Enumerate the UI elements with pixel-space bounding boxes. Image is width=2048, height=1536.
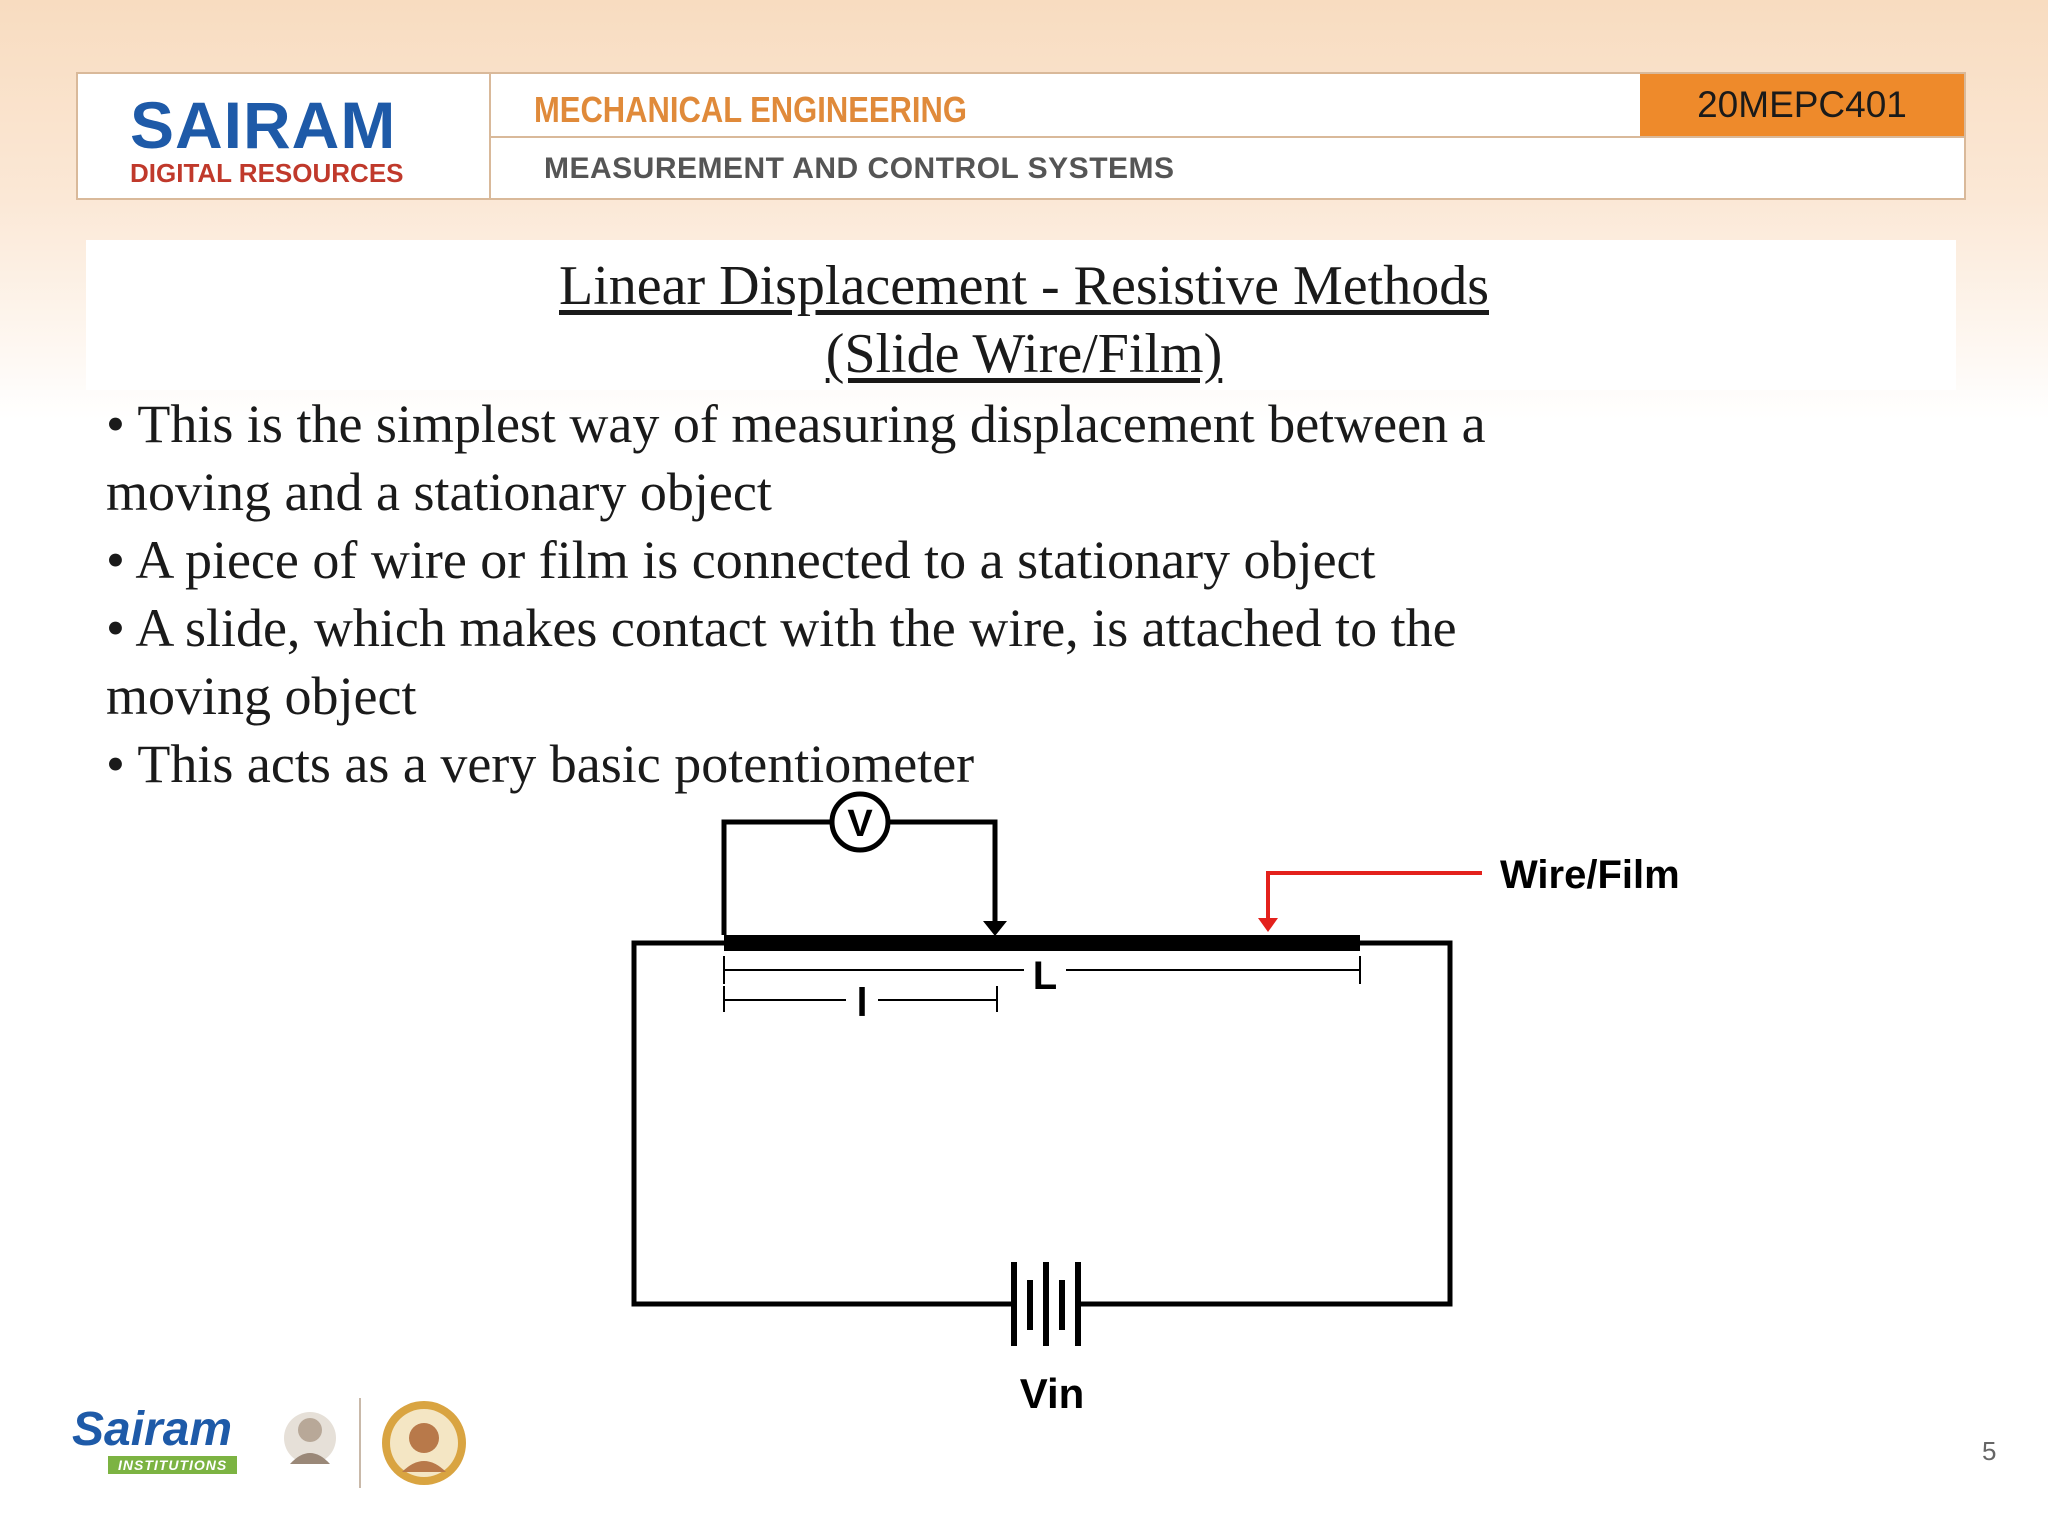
length-l-label: l	[856, 981, 867, 1025]
page-number: 5	[1982, 1436, 1997, 1466]
bullet-line: • This acts as a very basic potentiomete…	[106, 734, 975, 794]
slider-contact-arrow	[983, 921, 1007, 936]
bullet-list: • This is the simplest way of measuring …	[106, 390, 1606, 798]
vin-label: Vin	[1020, 1370, 1085, 1417]
wire-pointer-arrow	[1258, 918, 1278, 932]
bullet-line: • This is the simplest way of measuring …	[106, 394, 1486, 454]
sairam-logo: SAIRAM DIGITAL RESOURCES	[78, 74, 491, 198]
slide-title-line1: Linear Displacement - Resistive Methods	[559, 255, 1489, 317]
header-divider	[491, 136, 1964, 138]
header-bar: SAIRAM DIGITAL RESOURCES MECHANICAL ENGI…	[76, 72, 1966, 200]
department-title: MECHANICAL ENGINEERING	[534, 89, 967, 130]
circuit-loop	[631, 940, 1453, 1307]
footer-brand: Sairam	[72, 1403, 233, 1456]
footer-brand-sub: INSTITUTIONS	[108, 1456, 238, 1474]
resistive-wire	[724, 935, 1360, 951]
bullet-line: moving and a stationary object	[106, 462, 772, 522]
course-code-badge: 20MEPC401	[1640, 74, 1964, 136]
bullet-line: • A piece of wire or film is connected t…	[106, 530, 1376, 590]
voltmeter-symbol-label: V	[847, 803, 873, 845]
voltmeter-branch	[721, 819, 998, 935]
voltmeter-symbol	[829, 791, 891, 853]
slide-title-line2: (Slide Wire/Film)	[825, 323, 1223, 385]
course-name: MEASUREMENT AND CONTROL SYSTEMS	[544, 152, 1175, 185]
wire-pointer-line	[1266, 871, 1482, 922]
sairam-institutions-logo: Sairam INSTITUTIONS	[72, 1398, 472, 1488]
wire-film-label: Wire/Film	[1500, 853, 1680, 897]
length-L-label: L	[1033, 954, 1057, 998]
logo-main-text: SAIRAM	[130, 88, 397, 162]
bullet-line: • A slide, which makes contact with the …	[106, 598, 1457, 658]
logo-sub-text: DIGITAL RESOURCES	[130, 158, 404, 188]
course-code: 20MEPC401	[1697, 84, 1907, 125]
founder-seal-icon	[284, 1398, 466, 1488]
content-panel	[86, 240, 1956, 390]
bullet-line: moving object	[106, 666, 417, 726]
